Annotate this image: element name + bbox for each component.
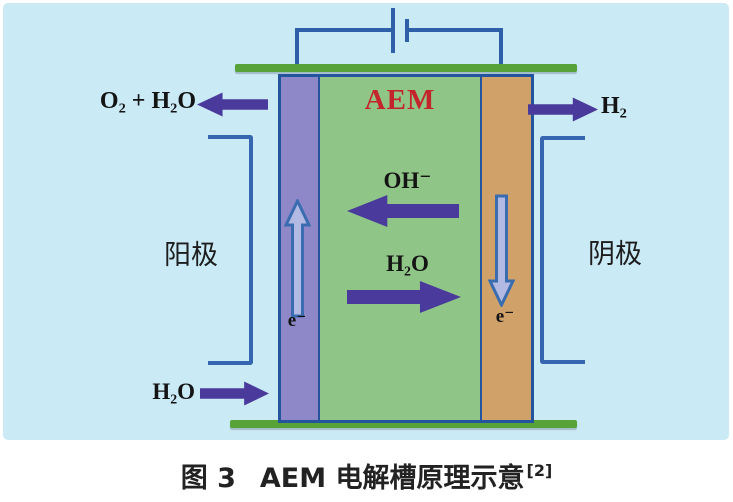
electron-right-label: e⁻ — [495, 306, 515, 327]
cathode-bracket — [540, 136, 585, 364]
water-membrane-label: H₂O — [386, 251, 429, 276]
water-input-arrow-icon — [200, 380, 269, 407]
oxygen-output-arrow-icon — [197, 91, 268, 118]
circuit-wire-right — [408, 28, 503, 70]
caption-reference: [2] — [526, 461, 553, 480]
water-input-label: H₂O — [152, 379, 195, 404]
bottom-collector-plate — [230, 420, 577, 428]
figure-caption: 图 3 AEM 电解槽原理示意[2] — [0, 456, 733, 495]
water-right-arrow-icon — [347, 279, 461, 315]
anode-bracket — [208, 135, 253, 365]
cathode-label: 阴极 — [588, 239, 642, 269]
hydroxide-label: OH⁻ — [383, 168, 432, 193]
caption-title: AEM 电解槽原理示意 — [259, 463, 525, 494]
hydrogen-output-arrow-icon — [528, 96, 598, 123]
electron-left-label: e⁻ — [287, 310, 307, 331]
top-collector-plate — [235, 64, 577, 72]
anode-label: 阳极 — [164, 240, 218, 270]
electron-down-arrow-icon — [488, 194, 515, 307]
oxygen-output-label: O₂ + H₂O — [99, 88, 196, 114]
battery-short-plate-icon — [405, 19, 409, 42]
hydrogen-output-label: H₂ — [601, 93, 627, 119]
battery-long-plate-icon — [391, 8, 395, 53]
hydroxide-left-arrow-icon — [347, 193, 459, 229]
caption-number: 图 3 — [180, 463, 236, 494]
aem-membrane-layer — [318, 77, 482, 420]
circuit-wire-left — [295, 28, 393, 66]
membrane-title: AEM — [364, 84, 436, 116]
electron-up-arrow-icon — [284, 199, 311, 318]
